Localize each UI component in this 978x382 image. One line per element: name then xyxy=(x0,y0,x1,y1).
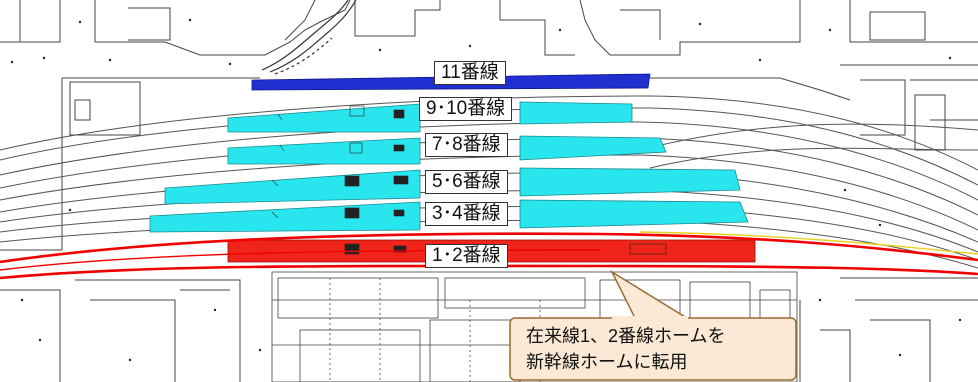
platform-7-8 xyxy=(227,135,667,165)
callout-pointer xyxy=(610,269,693,321)
platform-label-1-2: 1･2番線 xyxy=(425,244,508,268)
platform-label-5-6: 5･6番線 xyxy=(425,170,508,194)
platform-label-3-4: 3･4番線 xyxy=(425,202,508,226)
callout-line-2: 新幹線ホームに転用 xyxy=(526,352,688,372)
survey-points xyxy=(10,18,962,362)
shinkansen-yellow-line xyxy=(639,231,978,255)
callout-pointer-join xyxy=(612,316,688,320)
platform-9-10 xyxy=(227,101,633,133)
platform-structures xyxy=(271,105,667,255)
platform-label-11: 11番線 xyxy=(434,61,506,85)
platform-label-7-8: 7･8番線 xyxy=(425,133,508,157)
platform-label-9-10: 9･10番線 xyxy=(419,97,513,121)
callout-line-1: 在来線1、2番線ホームを xyxy=(526,326,726,346)
approach-road xyxy=(261,0,357,75)
